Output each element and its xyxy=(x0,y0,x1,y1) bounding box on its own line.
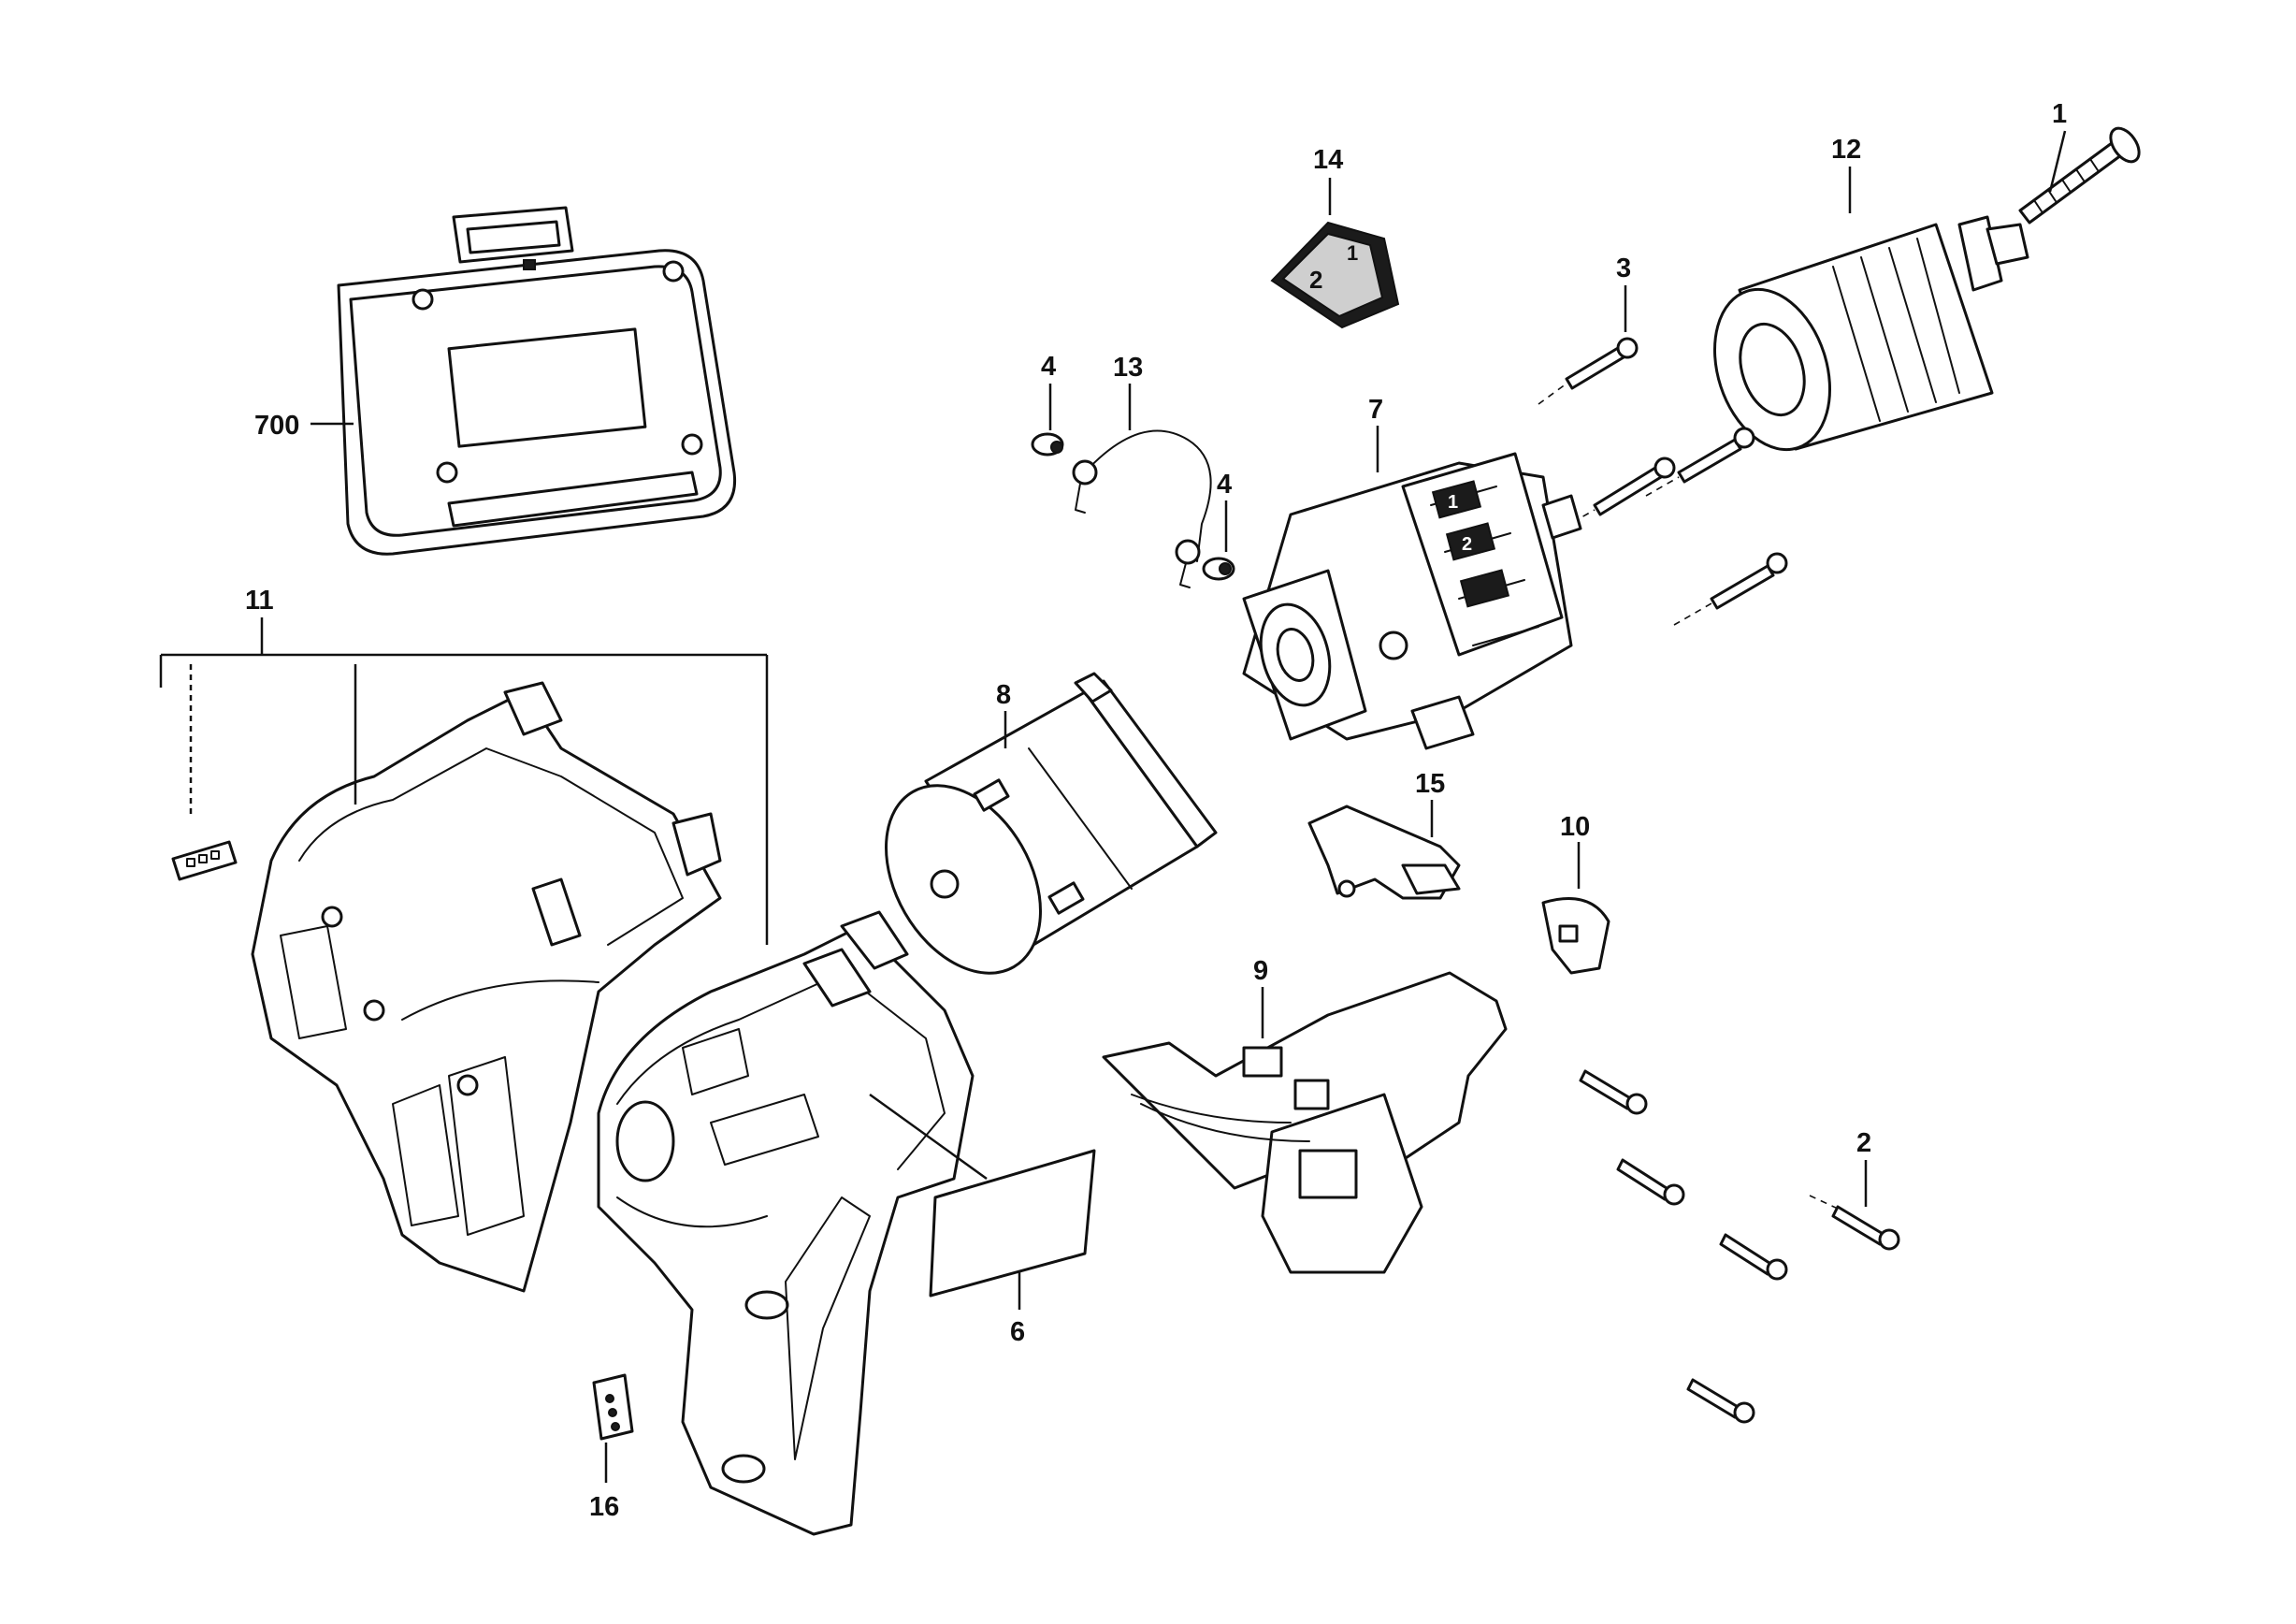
part-13-spring-wire[interactable] xyxy=(1072,429,1212,588)
part-4-screw-washer-bottom[interactable] xyxy=(1202,557,1235,581)
callout-13[interactable]: 13 xyxy=(1113,353,1143,383)
gearbox-marking-2: 2 xyxy=(1462,534,1472,555)
part-11-housing-left-half[interactable] xyxy=(251,681,722,1293)
callout-11[interactable]: 11 xyxy=(245,586,274,616)
part-11-label-tag[interactable] xyxy=(171,840,238,881)
callout-6[interactable]: 6 xyxy=(1010,1317,1025,1347)
callout-2[interactable]: 2 xyxy=(1856,1128,1871,1158)
part-2-housing-screws[interactable] xyxy=(1579,1069,1900,1424)
part-3-screws[interactable] xyxy=(1538,337,1788,626)
callout-1[interactable]: 1 xyxy=(2052,99,2067,129)
callout-9[interactable]: 9 xyxy=(1253,956,1268,986)
part-1-chuck-screw[interactable] xyxy=(2018,123,2144,225)
callout-7[interactable]: 7 xyxy=(1368,395,1383,425)
callout-700[interactable]: 700 xyxy=(254,411,299,441)
shift-marking-1: 1 xyxy=(1347,241,1358,265)
callout-4a[interactable]: 4 xyxy=(1041,352,1056,382)
shift-marking-2: 2 xyxy=(1309,266,1322,294)
part-16-label-tag[interactable] xyxy=(592,1373,634,1441)
callout-10[interactable]: 10 xyxy=(1560,812,1590,842)
gearbox-marking-1: 1 xyxy=(1448,492,1458,513)
callout-15[interactable]: 15 xyxy=(1415,769,1445,799)
part-10-direction-switch[interactable] xyxy=(1541,897,1610,975)
callout-8[interactable]: 8 xyxy=(996,680,1011,710)
part-8-motor[interactable] xyxy=(855,672,1218,1001)
part-11-housing-right-half[interactable] xyxy=(597,910,975,1536)
part-12-keyless-chuck[interactable] xyxy=(1696,215,2029,465)
leader-6a xyxy=(869,1093,988,1181)
part-9-switch-assembly[interactable] xyxy=(1102,971,1508,1274)
callout-14[interactable]: 14 xyxy=(1313,145,1343,175)
part-6-label[interactable] xyxy=(929,1149,1096,1298)
part-4-screw-washer-top[interactable] xyxy=(1031,432,1064,457)
callout-3[interactable]: 3 xyxy=(1616,254,1631,283)
callout-12[interactable]: 12 xyxy=(1831,135,1861,165)
leader-1 xyxy=(2048,130,2067,193)
part-15-bracket[interactable] xyxy=(1307,805,1461,900)
part-14-shift-button[interactable]: 2 1 xyxy=(1270,221,1400,329)
part-7-gearbox[interactable]: 1 2 xyxy=(1242,452,1582,750)
callout-16[interactable]: 16 xyxy=(589,1492,619,1522)
callout-4b[interactable]: 4 xyxy=(1217,470,1232,500)
part-700-carry-case[interactable] xyxy=(337,206,737,556)
part-11-bracket-lines xyxy=(159,617,769,945)
